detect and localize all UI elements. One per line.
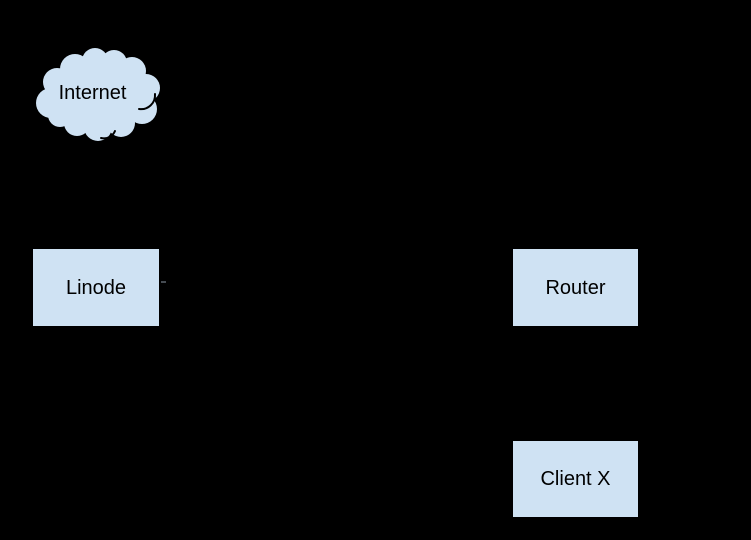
cloud-icon <box>34 46 162 143</box>
internet-node: Internet <box>33 46 162 145</box>
router-label: Router <box>545 276 606 299</box>
client-x-label: Client X <box>540 468 611 490</box>
client-x-node: Client X <box>512 440 639 518</box>
router-node: Router <box>512 248 639 327</box>
linode-node: Linode <box>32 248 160 327</box>
connector-artifact <box>161 281 166 283</box>
internet-label: Internet <box>58 81 127 104</box>
linode-label: Linode <box>65 276 127 299</box>
